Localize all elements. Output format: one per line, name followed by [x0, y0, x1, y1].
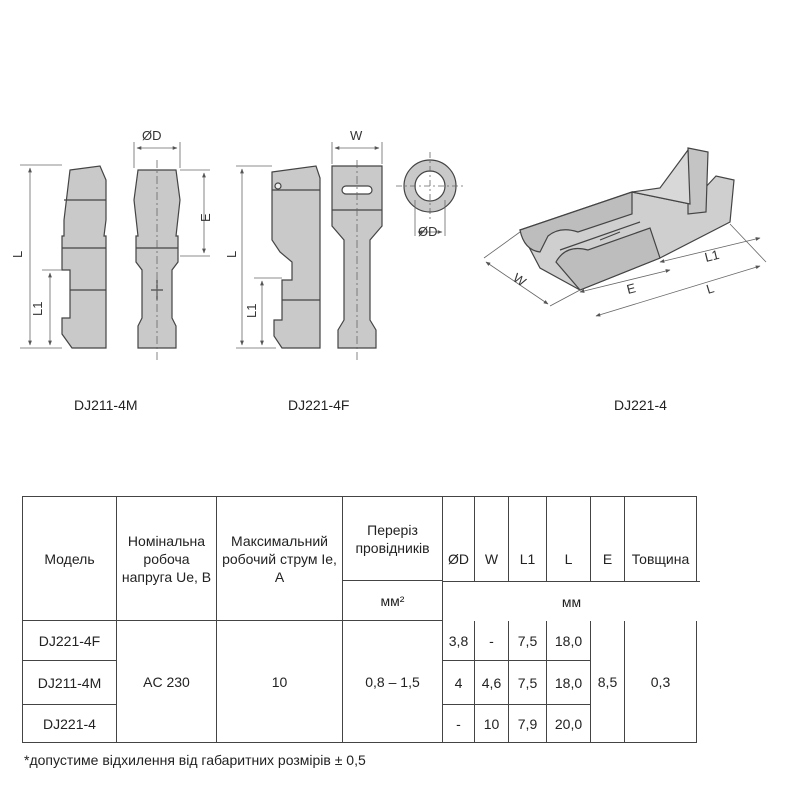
cell-w: -	[474, 620, 509, 661]
cell-model: DJ211-4M	[22, 660, 117, 705]
dim-label-l-3: L	[704, 280, 715, 296]
header-section: Переріз провідників	[342, 496, 443, 581]
caption-dj221-4f: DJ221-4F	[288, 397, 350, 413]
cell-d: 4	[442, 660, 475, 705]
cell-thickness: 0,3	[624, 620, 697, 743]
table-row: DJ221-4F AC 230 10 0,8 – 1,5 3,8 - 7,5 1…	[22, 620, 697, 743]
dj221-4-isometric-view	[519, 147, 735, 291]
cell-e: 8,5	[590, 620, 625, 743]
cell-section: 0,8 – 1,5	[342, 620, 443, 743]
cell-voltage: AC 230	[116, 620, 217, 743]
cell-current: 10	[216, 620, 343, 743]
cell-w: 4,6	[474, 660, 509, 705]
dim-label-w-1: W	[350, 128, 363, 143]
tolerance-footnote: *допустиме відхилення від габаритних роз…	[24, 752, 366, 768]
cell-w: 10	[474, 704, 509, 743]
dim-label-d-2: ØD	[418, 224, 438, 239]
cell-l1: 7,9	[508, 704, 547, 743]
dim-label-l1-1: L1	[30, 302, 45, 316]
header-current: Максимальний робочий струм Ie, А	[216, 496, 343, 621]
cell-l1: 7,5	[508, 620, 547, 661]
dj211-4m-front-dimensions	[133, 142, 210, 360]
unit-section: мм²	[342, 580, 443, 621]
dim-label-e-2: E	[625, 280, 637, 297]
dim-label-l-1: L	[10, 251, 25, 258]
dim-label-l1-2: L1	[244, 304, 259, 318]
dj221-4f-side-view	[271, 165, 321, 349]
cell-l1: 7,5	[508, 660, 547, 705]
cell-l: 18,0	[546, 620, 591, 661]
cell-l: 20,0	[546, 704, 591, 743]
caption-dj211-4m: DJ211-4M	[74, 397, 138, 413]
dj211-4m-dimensions	[20, 164, 62, 349]
table-row: DJ221-4 - 10 7,9 20,0	[22, 704, 697, 743]
dim-label-l-2: L	[224, 251, 239, 258]
cell-model: DJ221-4	[22, 704, 117, 743]
table-header-row: Модель Номінальна робоча напруга Ue, В М…	[22, 496, 697, 621]
dj221-4f-dimensions	[236, 165, 282, 349]
dim-label-w-2: W	[510, 270, 529, 290]
cell-model: DJ221-4F	[22, 620, 117, 661]
technical-drawings: L L1 ØD E L L1	[10, 128, 767, 360]
header-voltage: Номінальна робоча напруга Ue, В	[116, 496, 217, 621]
cross-section-view	[396, 152, 464, 236]
dj221-4-dimensions	[483, 223, 767, 317]
dim-label-d-1: ØD	[142, 128, 162, 143]
dim-label-l1-3: L1	[703, 247, 721, 265]
dj221-4f-front-dimensions	[331, 142, 383, 360]
unit-dims: мм	[442, 581, 700, 621]
header-model: Модель	[22, 496, 117, 621]
dim-label-e-1: E	[198, 213, 213, 222]
caption-dj221-4: DJ221-4	[614, 397, 667, 413]
dj211-4m-side-view	[61, 165, 107, 349]
cell-d: 3,8	[442, 620, 475, 661]
cell-l: 18,0	[546, 660, 591, 705]
cell-d: -	[442, 704, 475, 743]
